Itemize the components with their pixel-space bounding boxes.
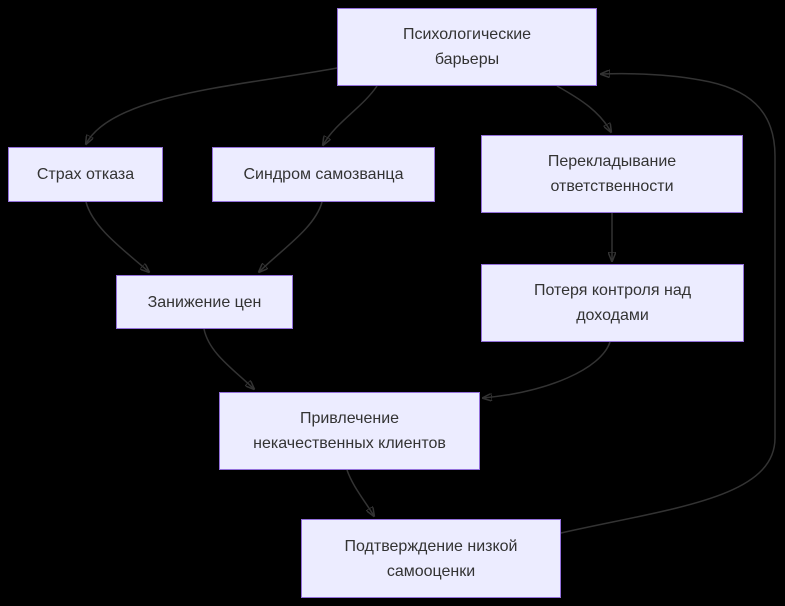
node-label-line: Привлечение <box>299 410 400 427</box>
node-label-line: некачественных клиентов <box>253 435 446 452</box>
node-low-quality-clients: Привлечение некачественных клиентов <box>219 392 480 470</box>
node-label-line: Страх отказа <box>36 166 135 183</box>
node-label-line: барьеры <box>434 51 500 68</box>
node-label-line: Психологические <box>402 26 532 43</box>
node-underpricing: Занижение цен <box>116 275 293 329</box>
edge-fear-to-underpricing <box>85 201 149 272</box>
edge-underpricing-to-bad-clients <box>203 328 254 389</box>
node-label-line: доходами <box>576 307 649 324</box>
edge-low-self-esteem-to-barriers <box>560 74 776 534</box>
node-label-line: Занижение цен <box>147 293 262 311</box>
node-low-self-esteem-confirmation: Подтверждение низкой самооценки <box>301 519 561 598</box>
node-label-line: самооценки <box>386 562 476 580</box>
edge-barriers-to-fear <box>86 67 338 144</box>
edge-income-loss-to-bad-clients <box>483 341 611 398</box>
node-impostor-syndrome: Синдром самозванца <box>212 147 435 202</box>
node-psychological-barriers: Психологические барьеры <box>337 8 597 86</box>
edge-barriers-to-impostor <box>323 85 378 145</box>
edge-impostor-to-underpricing <box>259 201 323 272</box>
node-label-line: Подтверждение низкой <box>344 537 518 555</box>
node-label-line: Синдром самозванца <box>243 166 404 183</box>
node-label-line: ответственности <box>550 178 674 195</box>
node-label-line: Перекладывание <box>547 153 677 170</box>
edge-barriers-to-blame <box>556 85 611 132</box>
node-income-control-loss: Потеря контроля над доходами <box>481 264 744 342</box>
edge-bad-clients-to-low-self-esteem <box>346 469 374 516</box>
node-fear-of-rejection: Страх отказа <box>8 147 163 202</box>
node-blame-shifting: Перекладывание ответственности <box>481 135 743 213</box>
node-label-line: Потеря контроля над <box>533 282 692 299</box>
